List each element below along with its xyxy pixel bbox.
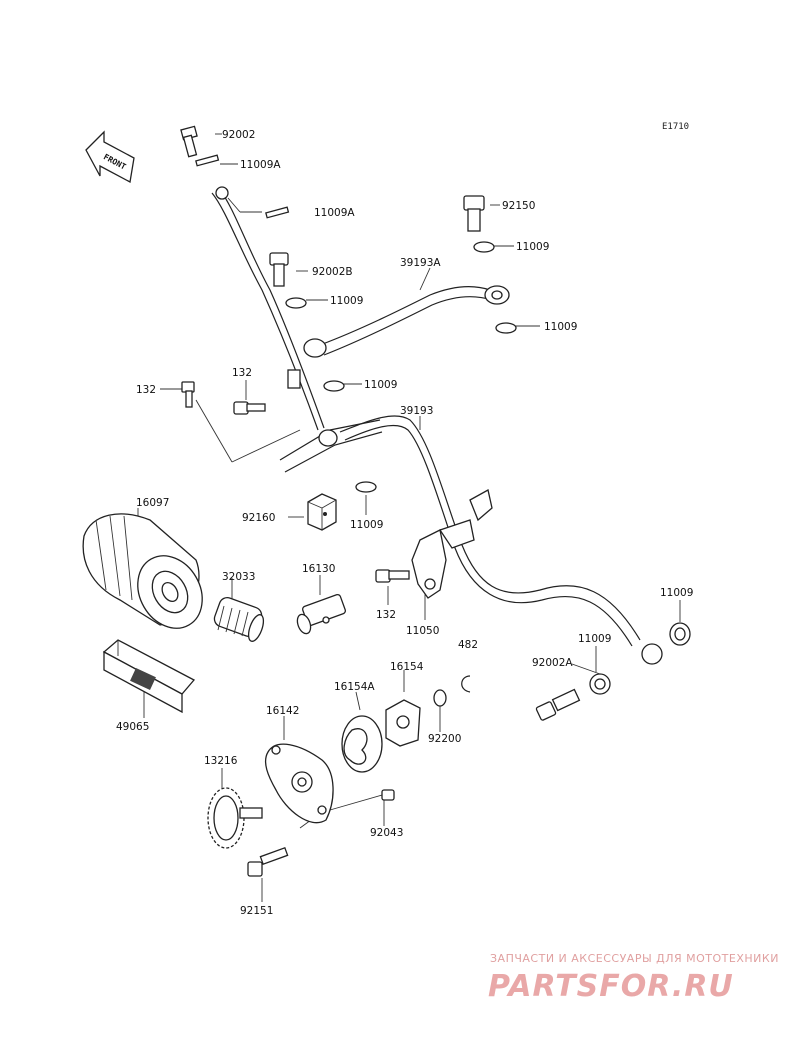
front-arrow-icon: FRONT: [85, 130, 135, 183]
label-11009a-1: 11009A: [240, 159, 281, 171]
rotor-16154: [385, 699, 421, 747]
label-132-2: 132: [232, 367, 252, 379]
label-39193: 39193: [400, 405, 433, 417]
bolt-92150: [463, 195, 485, 232]
bolt-92002b: [269, 252, 289, 287]
watermark-brand: PARTSFOR.RU: [488, 969, 734, 1004]
label-11009-4: 11009: [364, 379, 397, 391]
washer-11009-2: [285, 297, 307, 309]
label-92150: 92150: [502, 200, 535, 212]
diagram-code: E1710: [662, 122, 689, 132]
label-16097: 16097: [136, 497, 169, 509]
label-11009-1: 11009: [516, 241, 549, 253]
oil-filter-16097: [82, 513, 203, 629]
gasket-11009a-2: [265, 206, 290, 219]
bracket-11050: [411, 529, 447, 599]
pin-92043: [381, 789, 395, 801]
label-92002b: 92002B: [312, 266, 353, 278]
label-92002: 92002: [222, 129, 255, 141]
bolt-92002a: [535, 688, 581, 721]
washer-11009-5: [355, 481, 377, 493]
block-92160: [307, 493, 337, 531]
label-11009a-2: 11009A: [314, 207, 355, 219]
label-16154: 16154: [390, 661, 424, 673]
label-92160: 92160: [242, 512, 275, 524]
washer-92200: [433, 689, 447, 707]
label-92043: 92043: [370, 827, 403, 839]
clip-482: [461, 675, 471, 693]
oil-pipe-39193a: [319, 286, 491, 346]
label-92002a: 92002A: [532, 657, 573, 669]
label-16154a: 16154A: [334, 681, 375, 693]
washer-11009-1: [473, 241, 495, 253]
rotor-16154a: [341, 715, 383, 773]
valve-16130: [296, 593, 347, 635]
label-39193a: 39193A: [400, 257, 441, 269]
washer-11009-3: [495, 322, 517, 334]
label-11009-7: 11009: [578, 633, 611, 645]
label-92151: 92151: [240, 905, 273, 917]
bolt-92151: [247, 846, 289, 877]
washer-11009-4: [323, 380, 345, 392]
label-16130: 16130: [302, 563, 335, 575]
label-11009-6: 11009: [660, 587, 693, 599]
label-11009-3: 11009: [544, 321, 577, 333]
label-482: 482: [458, 639, 478, 651]
strainer-49065: [102, 639, 196, 714]
bolt-132-2: [233, 401, 266, 415]
bolt-132-3: [375, 569, 410, 583]
label-11050: 11050: [406, 625, 439, 637]
bolt-132-1: [181, 381, 195, 408]
label-32033: 32033: [222, 571, 255, 583]
label-132-1: 132: [136, 384, 156, 396]
pump-body-16142: [264, 743, 334, 824]
label-132-3: 132: [376, 609, 396, 621]
watermark-tagline: ЗАПЧАСТИ И АКСЕССУАРЫ ДЛЯ МОТОТЕХНИКИ: [490, 952, 779, 965]
gasket-11009a-1: [195, 154, 220, 167]
label-11009-2: 11009: [330, 295, 363, 307]
label-49065: 49065: [116, 721, 149, 733]
gear-13216: [207, 787, 263, 849]
upper-oil-pipe: [211, 192, 319, 431]
oil-pipe-39193: [339, 415, 641, 641]
label-16142: 16142: [266, 705, 299, 717]
label-13216: 13216: [204, 755, 238, 767]
label-92200: 92200: [428, 733, 461, 745]
spring-32033: [213, 596, 265, 642]
label-11009-5: 11009: [350, 519, 383, 531]
bolt-92002: [180, 125, 198, 158]
